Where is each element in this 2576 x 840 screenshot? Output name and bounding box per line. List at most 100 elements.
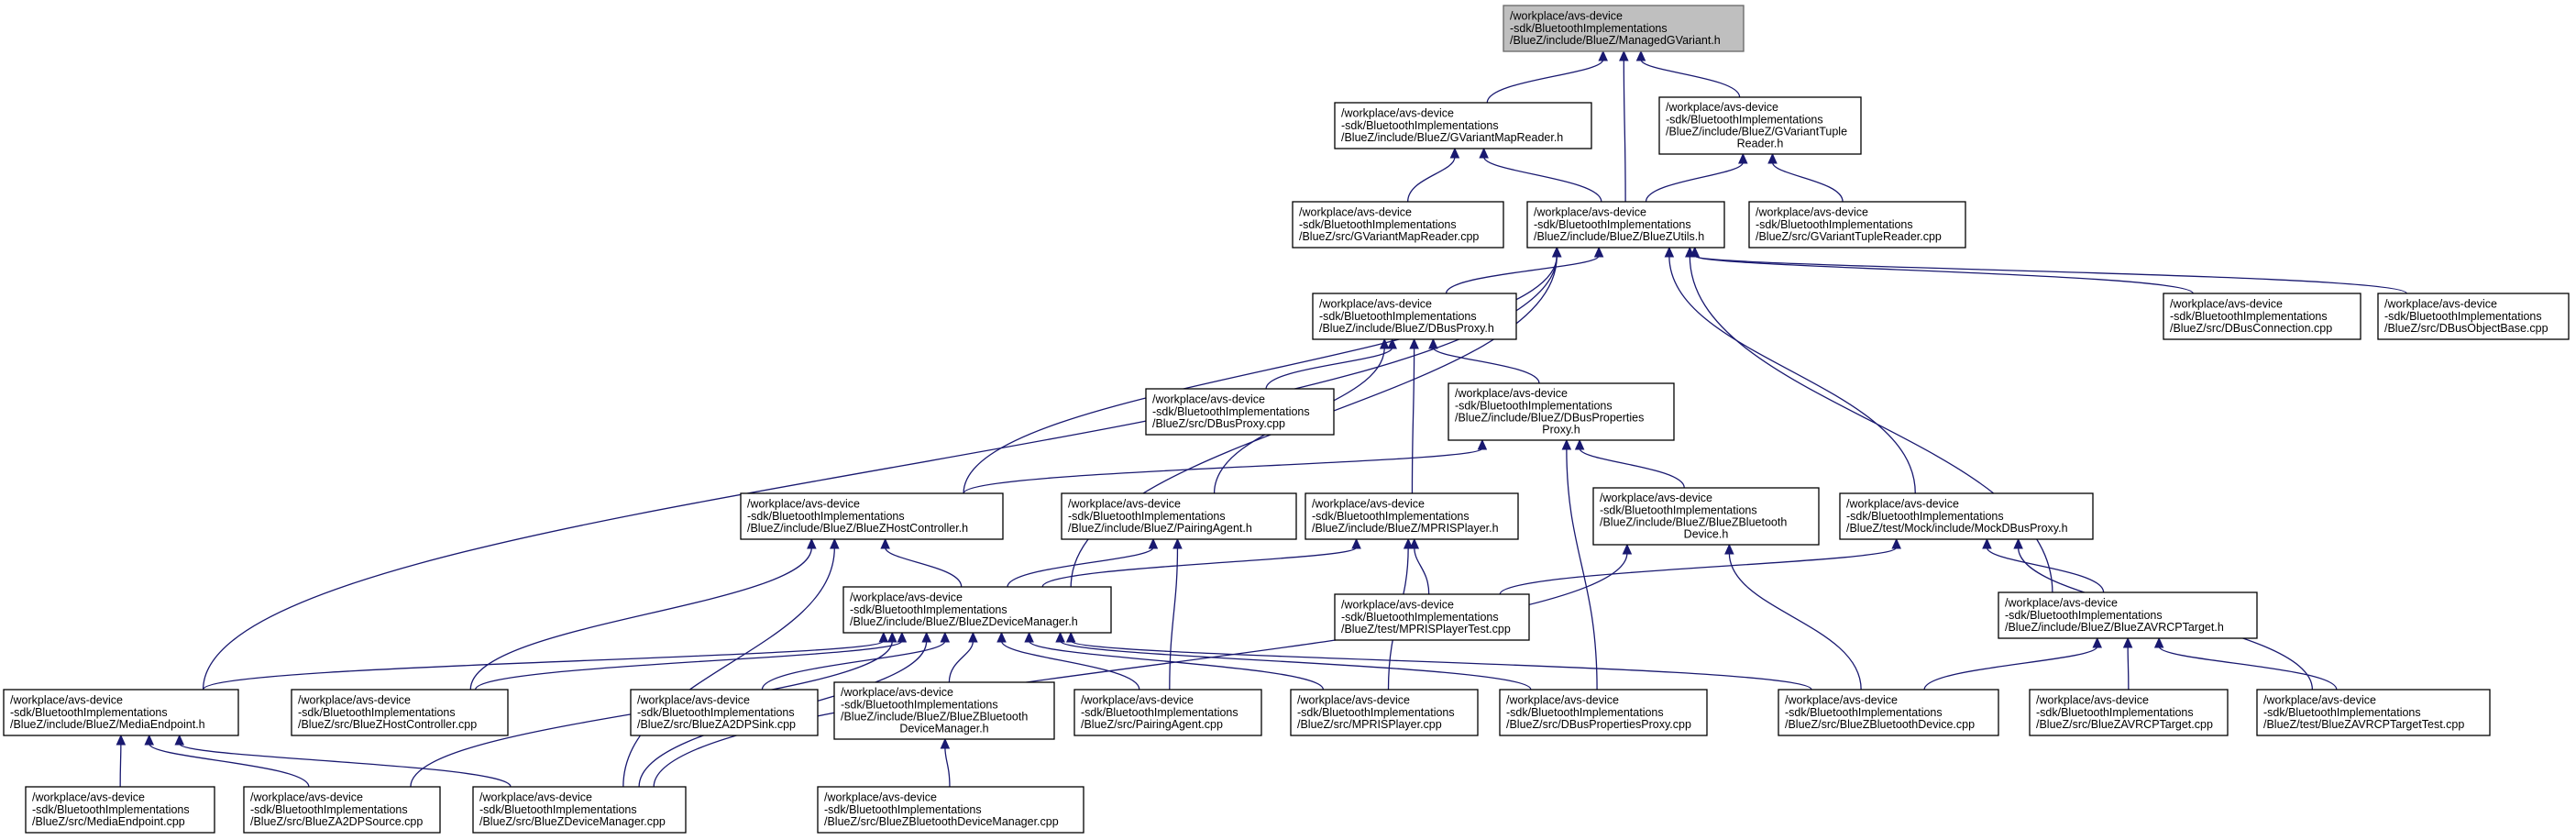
node-box — [1778, 689, 1999, 736]
node-bluez_bluetooth_device_manager_h[interactable]: /workplace/avs-device-sdk/BluetoothImple… — [833, 681, 1055, 740]
arrowhead-bluez_bluetooth_device_manager_cpp-to-bluez_bluetooth_device_manager_h — [940, 737, 951, 749]
node-mpris_player_h[interactable]: /workplace/avs-device-sdk/BluetoothImple… — [1305, 492, 1519, 540]
node-box — [1073, 689, 1262, 736]
node-label-line: -sdk/BluetoothImplementations — [747, 510, 905, 523]
node-bluez_avrcp_target_h[interactable]: /workplace/avs-device-sdk/BluetoothImple… — [1998, 591, 2258, 639]
node-label-line: -sdk/BluetoothImplementations — [1312, 510, 1470, 523]
node-bluez_avrcp_target_cpp[interactable]: /workplace/avs-device-sdk/BluetoothImple… — [2029, 689, 2229, 736]
arrowhead-gvariant_map_reader_h-to-managed_gvariant — [1598, 50, 1608, 61]
node-label-line: /workplace/avs-device — [298, 694, 411, 707]
node-label-line: -sdk/BluetoothImplementations — [1341, 611, 1499, 624]
node-label-line: /BlueZ/include/BlueZ/MPRISPlayer.h — [1312, 522, 1499, 535]
node-label-line: /BlueZ/include/BlueZ/BlueZAVRCPTarget.h — [2005, 621, 2224, 634]
node-label-line: /workplace/avs-device — [824, 791, 937, 804]
node-bluez_host_controller_h[interactable]: /workplace/avs-device-sdk/BluetoothImple… — [740, 492, 1004, 540]
node-bluez_a2dp_sink_cpp[interactable]: /workplace/avs-device-sdk/BluetoothImple… — [630, 689, 819, 736]
node-bluez_bluetooth_device_manager_cpp[interactable]: /workplace/avs-device-sdk/BluetoothImple… — [817, 786, 1084, 834]
arrowhead-pairing_agent_h-to-dbus_proxy_h — [1379, 337, 1390, 349]
node-bluez_host_controller_cpp[interactable]: /workplace/avs-device-sdk/BluetoothImple… — [291, 689, 509, 736]
arrowhead-media_endpoint_h-to-bluez_utils_h — [1551, 246, 1562, 258]
node-mpris_player_cpp[interactable]: /workplace/avs-device-sdk/BluetoothImple… — [1290, 689, 1479, 736]
edge-gvariant_tuple_reader_cpp-to-gvariant_tuple_reader_h — [1771, 161, 1844, 203]
node-box — [1290, 689, 1479, 736]
edge-bluez_host_controller_h-to-bluez_utils_h — [963, 255, 1558, 494]
node-box — [1499, 689, 1708, 736]
node-pairing_agent_h[interactable]: /workplace/avs-device-sdk/BluetoothImple… — [1061, 492, 1297, 540]
edge-mpris_player_h-to-dbus_proxy_h — [1411, 347, 1415, 494]
node-dbus_properties_proxy_cpp[interactable]: /workplace/avs-device-sdk/BluetoothImple… — [1499, 689, 1708, 736]
node-box — [1334, 593, 1530, 641]
arrowhead-mpris_player_h-to-dbus_proxy_h — [1409, 337, 1419, 349]
node-gvariant_map_reader_h[interactable]: /workplace/avs-device-sdk/BluetoothImple… — [1334, 102, 1592, 149]
node-label-line: /BlueZ/src/GVariantTupleReader.cpp — [1756, 230, 1942, 243]
arrowhead-mpris_player_cpp-to-mpris_player_h — [1403, 537, 1414, 549]
node-label-line: /BlueZ/src/BlueZDeviceManager.cpp — [479, 815, 666, 828]
node-label-line: -sdk/BluetoothImplementations — [1297, 706, 1455, 719]
node-gvariant_tuple_reader_h[interactable]: /workplace/avs-device-sdk/BluetoothImple… — [1658, 96, 1862, 155]
node-bluez_device_manager_cpp[interactable]: /workplace/avs-device-sdk/BluetoothImple… — [472, 786, 687, 834]
node-bluez_avrcp_target_test_cpp[interactable]: /workplace/avs-device-sdk/BluetoothImple… — [2256, 689, 2491, 736]
node-box — [1305, 492, 1519, 540]
node-label-line: /workplace/avs-device — [1152, 393, 1265, 406]
edge-dbus_properties_proxy_cpp-to-bluez_device_manager_h — [1059, 640, 1532, 691]
node-gvariant_tuple_reader_cpp[interactable]: /workplace/avs-device-sdk/BluetoothImple… — [1748, 201, 1966, 249]
edge-gvariant_map_reader_h-to-managed_gvariant — [1486, 59, 1604, 104]
node-media_endpoint_h[interactable]: /workplace/avs-device-sdk/BluetoothImple… — [3, 689, 239, 736]
node-label-line: -sdk/BluetoothImplementations — [1506, 706, 1664, 719]
node-label-line: /BlueZ/src/MediaEndpoint.cpp — [32, 815, 185, 828]
node-label-line: /workplace/avs-device — [32, 791, 145, 804]
node-bluez_device_manager_h[interactable]: /workplace/avs-device-sdk/BluetoothImple… — [842, 586, 1112, 634]
node-label-line: /BlueZ/include/BlueZ/MediaEndpoint.h — [10, 718, 205, 731]
arrowhead-bluez_device_manager_h-to-pairing_agent_h — [1148, 537, 1159, 549]
node-box — [1292, 201, 1504, 249]
node-box — [1334, 102, 1592, 149]
node-label-line: /workplace/avs-device — [1081, 694, 1194, 707]
node-box — [630, 689, 819, 736]
node-media_endpoint_cpp[interactable]: /workplace/avs-device-sdk/BluetoothImple… — [25, 786, 215, 834]
node-box — [740, 492, 1004, 540]
edge-bluez_avrcp_target_cpp-to-bluez_avrcp_target_h — [2127, 646, 2130, 691]
node-label-line: /workplace/avs-device — [2005, 597, 2118, 610]
node-label-line: /workplace/avs-device — [1506, 694, 1619, 707]
arrowhead-bluez_device_manager_cpp-to-bluez_bluetooth_device_h — [1622, 543, 1633, 555]
node-dbus_proxy_cpp[interactable]: /workplace/avs-device-sdk/BluetoothImple… — [1145, 388, 1335, 436]
edge-bluez_bluetooth_device_manager_cpp-to-bluez_bluetooth_device_manager_h — [944, 746, 951, 788]
node-bluez_bluetooth_device_h[interactable]: /workplace/avs-device-sdk/BluetoothImple… — [1592, 487, 1820, 546]
node-dbus_proxy_h[interactable]: /workplace/avs-device-sdk/BluetoothImple… — [1312, 293, 1517, 340]
node-label-line: /workplace/avs-device — [10, 694, 123, 707]
node-box — [1526, 201, 1725, 249]
node-label-line: /workplace/avs-device — [1068, 498, 1181, 511]
node-label-line: -sdk/BluetoothImplementations — [841, 698, 998, 711]
node-mock_dbus_proxy_h[interactable]: /workplace/avs-device-sdk/BluetoothImple… — [1839, 492, 2094, 540]
node-label-line: -sdk/BluetoothImplementations — [1666, 113, 1823, 126]
edge-media_endpoint_h-to-bluez_device_manager_h — [202, 640, 885, 691]
node-label-line: /BlueZ/src/BlueZBluetoothDeviceManager.c… — [824, 815, 1059, 828]
node-label-line: -sdk/BluetoothImplementations — [1299, 218, 1457, 231]
node-dbus_connection_cpp[interactable]: /workplace/avs-device-sdk/BluetoothImple… — [2163, 293, 2361, 340]
arrowhead-pairing_agent_cpp-to-bluez_device_manager_h — [996, 631, 1007, 643]
node-bluez_utils_h[interactable]: /workplace/avs-device-sdk/BluetoothImple… — [1526, 201, 1725, 249]
node-label-line: /BlueZ/src/DBusObjectBase.cpp — [2384, 322, 2548, 335]
node-box — [842, 586, 1112, 634]
node-label-line: /workplace/avs-device — [841, 686, 953, 699]
node-label-line: /BlueZ/src/BlueZA2DPSink.cpp — [637, 718, 796, 731]
arrowhead-gvariant_tuple_reader_h-to-managed_gvariant — [1635, 50, 1646, 61]
edge-dbus_object_base_cpp-to-bluez_utils_h — [1694, 255, 2407, 294]
edge-bluez_device_manager_cpp-to-media_endpoint_h — [179, 743, 512, 788]
node-bluez_a2dp_source_cpp[interactable]: /workplace/avs-device-sdk/BluetoothImple… — [243, 786, 441, 834]
edge-bluez_utils_h-to-managed_gvariant — [1623, 59, 1626, 203]
node-dbus_object_base_cpp[interactable]: /workplace/avs-device-sdk/BluetoothImple… — [2377, 293, 2570, 340]
node-mpris_player_test_cpp[interactable]: /workplace/avs-device-sdk/BluetoothImple… — [1334, 593, 1530, 641]
node-label-line: /BlueZ/include/BlueZ/BlueZBluetooth — [1600, 516, 1787, 529]
node-label-line: /workplace/avs-device — [1666, 101, 1778, 114]
node-label-line: /BlueZ/src/BlueZHostController.cpp — [298, 718, 477, 731]
node-pairing_agent_cpp[interactable]: /workplace/avs-device-sdk/BluetoothImple… — [1073, 689, 1262, 736]
node-bluez_bluetooth_device_cpp[interactable]: /workplace/avs-device-sdk/BluetoothImple… — [1778, 689, 1999, 736]
node-dbus_properties_proxy_h[interactable]: /workplace/avs-device-sdk/BluetoothImple… — [1448, 382, 1675, 441]
node-gvariant_map_reader_cpp[interactable]: /workplace/avs-device-sdk/BluetoothImple… — [1292, 201, 1504, 249]
node-label-line: /BlueZ/include/BlueZ/DBusProxy.h — [1319, 322, 1494, 335]
node-managed_gvariant[interactable]: /workplace/avs-device-sdk/BluetoothImple… — [1503, 5, 1745, 52]
arrowhead-bluez_a2dp_source_cpp-to-media_endpoint_h — [144, 734, 155, 746]
node-box — [1658, 96, 1862, 155]
node-box — [243, 786, 441, 834]
